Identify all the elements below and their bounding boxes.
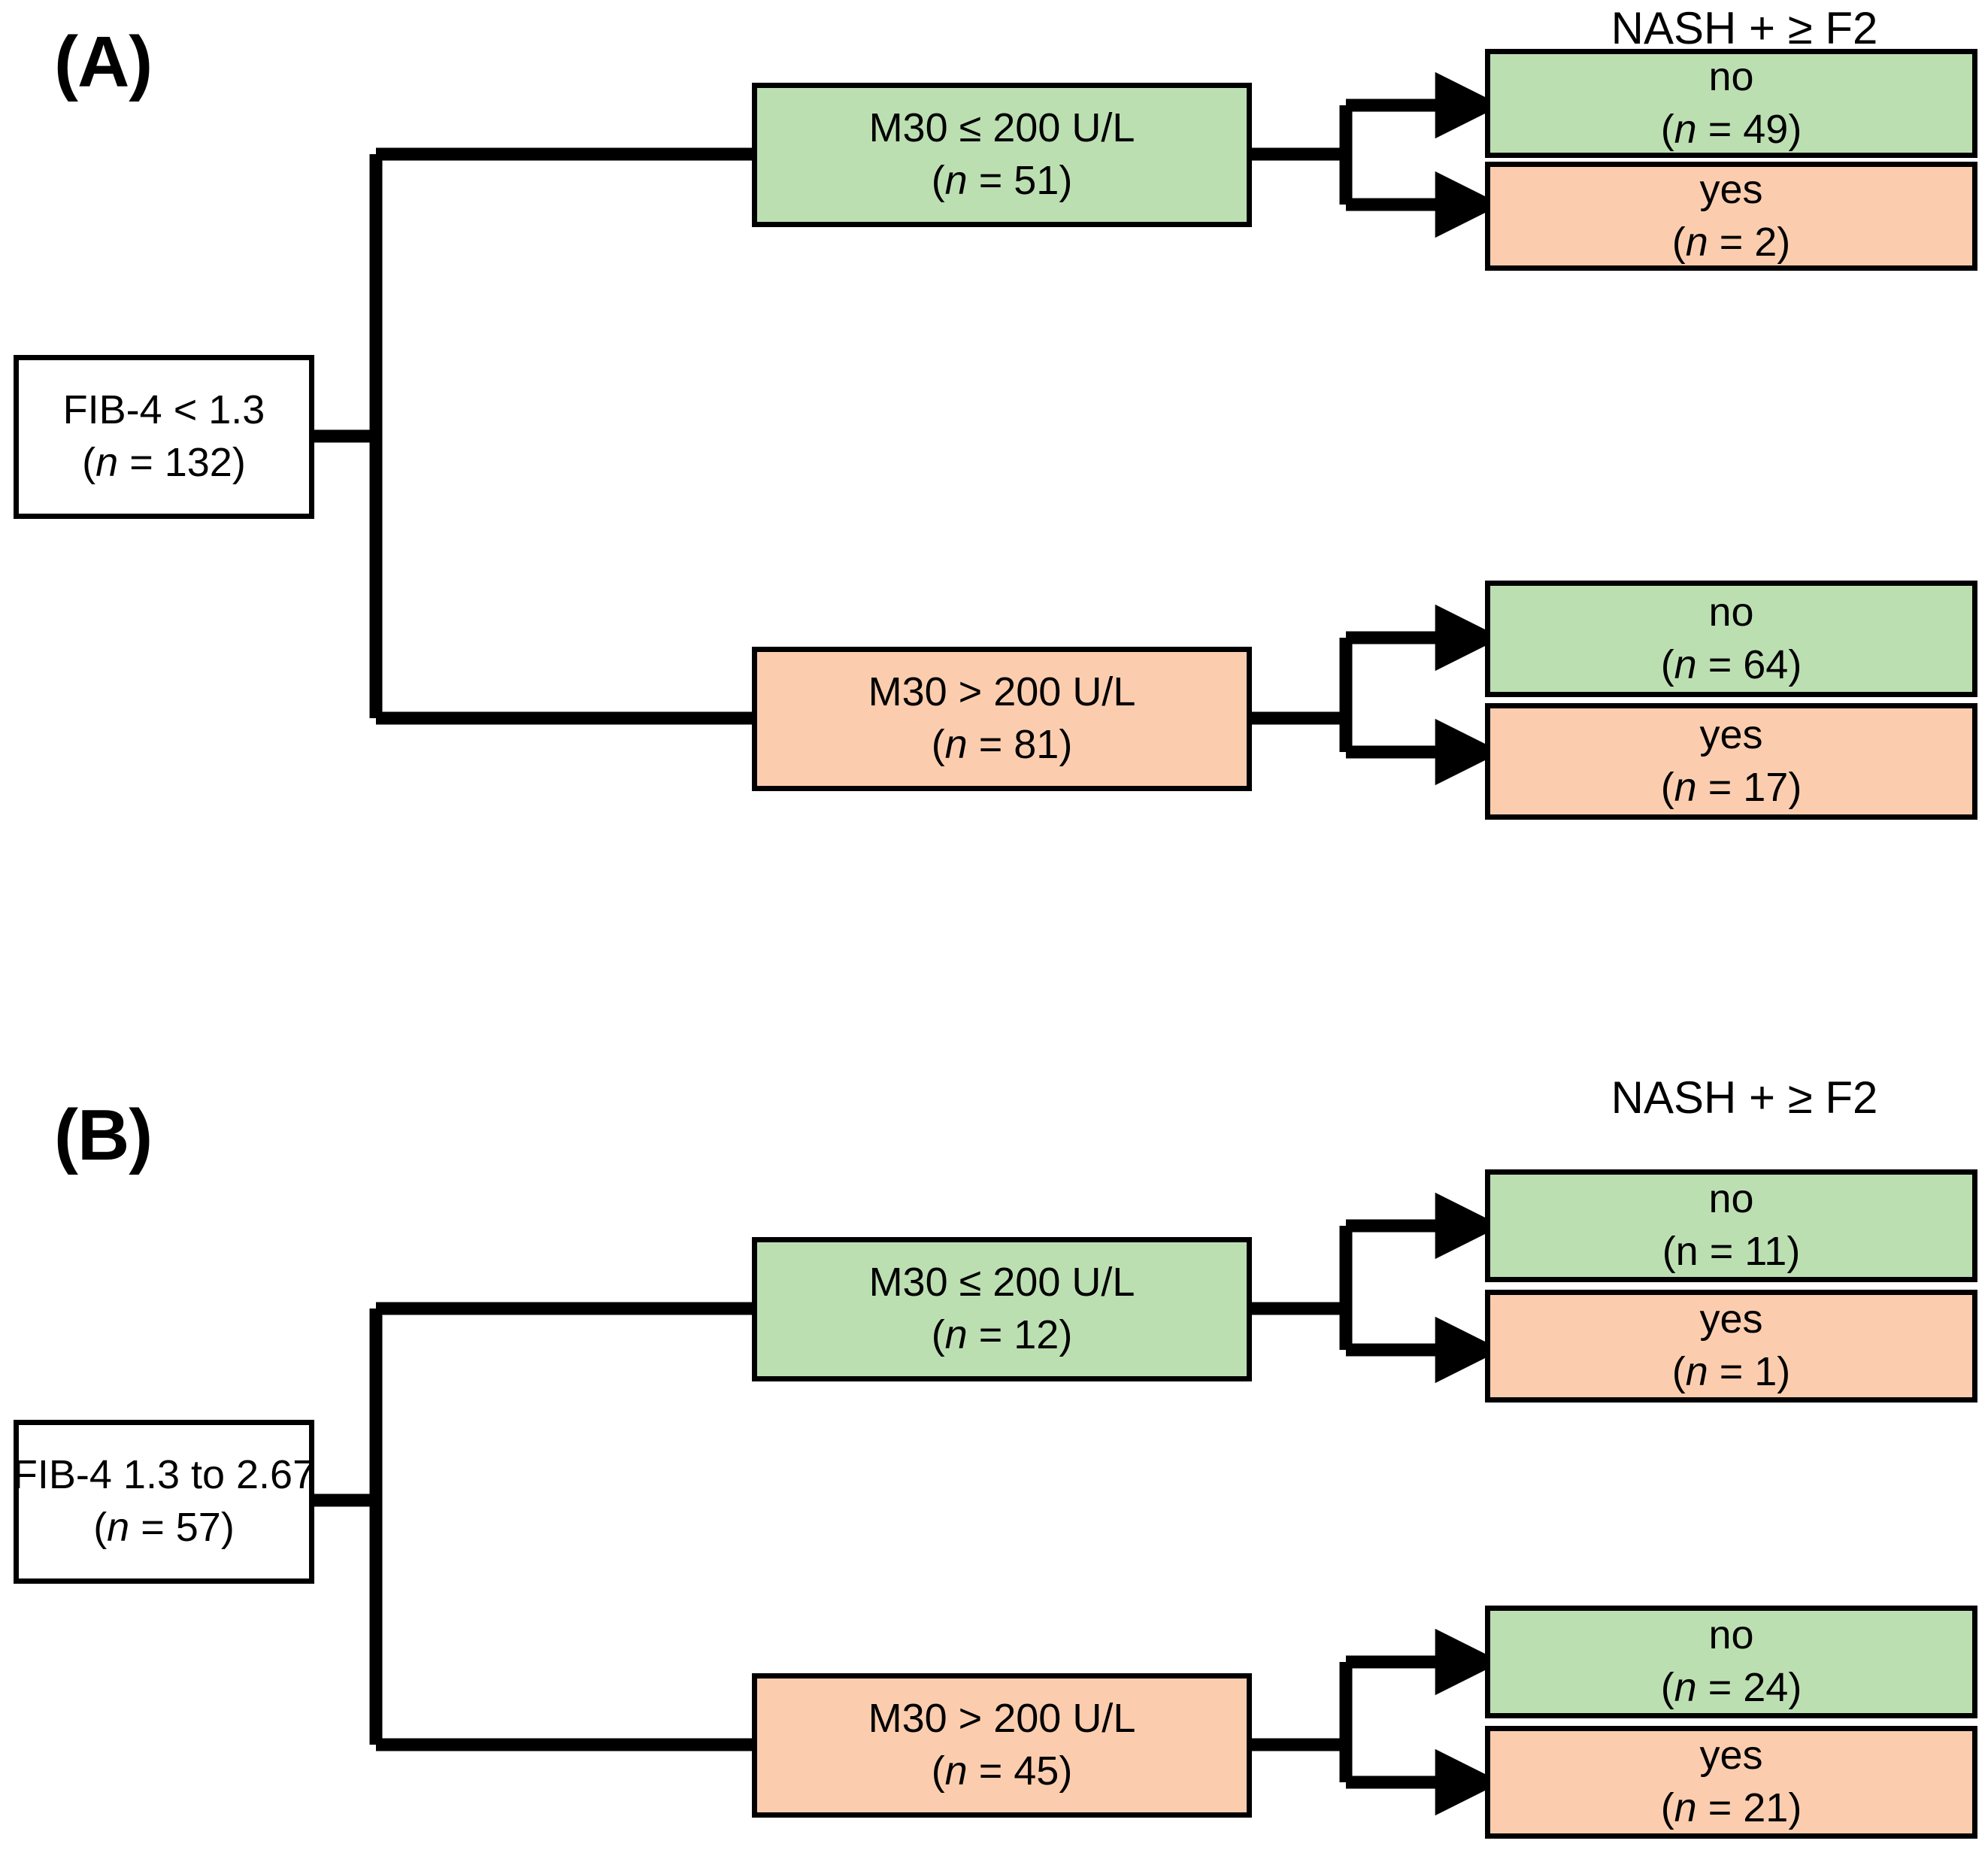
node-count: (n = 1)	[1671, 1349, 1791, 1394]
node-title: no	[1708, 1612, 1754, 1658]
node-m30-high-b: M30 > 200 U/L (n = 45)	[752, 1673, 1252, 1818]
node-count: (n = 21)	[1660, 1785, 1802, 1830]
node-title: yes	[1699, 711, 1763, 757]
node-outcome-a-low-yes: yes (n = 2)	[1485, 162, 1977, 271]
node-outcome-a-high-no: no (n = 64)	[1485, 581, 1977, 697]
node-count: (n = 17)	[1660, 764, 1802, 810]
node-outcome-a-low-no: no (n = 49)	[1485, 49, 1977, 158]
node-m30-high-a: M30 > 200 U/L (n = 81)	[752, 647, 1252, 791]
panel-label-b: (B)	[54, 1095, 153, 1175]
node-count: (n = 49)	[1660, 106, 1802, 152]
node-count: (n = 81)	[931, 722, 1073, 767]
node-outcome-b-low-no: no (n = 11)	[1485, 1169, 1977, 1282]
node-title: M30 ≤ 200 U/L	[868, 105, 1135, 151]
node-title: FIB-4 1.3 to 2.67	[12, 1452, 316, 1498]
node-count: (n = 45)	[931, 1748, 1073, 1794]
node-count: (n = 24)	[1660, 1665, 1802, 1710]
node-count: (n = 51)	[931, 158, 1073, 203]
node-count: (n = 64)	[1660, 641, 1802, 687]
node-count: (n = 57)	[93, 1505, 235, 1550]
node-count: (n = 11)	[1662, 1229, 1801, 1274]
panel-label-a: (A)	[54, 22, 153, 102]
node-title: no	[1708, 589, 1754, 635]
node-outcome-b-high-no: no (n = 24)	[1485, 1606, 1977, 1718]
node-fib4-a: FIB-4 < 1.3 (n = 132)	[14, 355, 314, 519]
node-title: FIB-4 < 1.3	[62, 387, 265, 433]
node-count: (n = 12)	[931, 1312, 1073, 1357]
node-title: no	[1708, 1176, 1754, 1222]
node-title: M30 ≤ 200 U/L	[868, 1260, 1135, 1306]
node-title: M30 > 200 U/L	[868, 669, 1136, 715]
node-m30-low-a: M30 ≤ 200 U/L (n = 51)	[752, 83, 1252, 227]
column-header-a: NASH + ≥ F2	[1611, 3, 1878, 53]
node-title: yes	[1699, 166, 1763, 212]
node-outcome-b-low-yes: yes (n = 1)	[1485, 1290, 1977, 1403]
node-fib4-b: FIB-4 1.3 to 2.67 (n = 57)	[12, 1420, 316, 1584]
column-header-b: NASH + ≥ F2	[1611, 1072, 1878, 1123]
node-count: (n = 2)	[1671, 219, 1791, 265]
node-title: yes	[1699, 1733, 1763, 1779]
node-outcome-b-high-yes: yes (n = 21)	[1485, 1726, 1977, 1839]
node-m30-low-b: M30 ≤ 200 U/L (n = 12)	[752, 1237, 1252, 1381]
node-title: no	[1708, 53, 1754, 99]
node-title: yes	[1699, 1296, 1763, 1342]
node-title: M30 > 200 U/L	[868, 1696, 1136, 1742]
node-count: (n = 132)	[82, 440, 246, 485]
node-outcome-a-high-yes: yes (n = 17)	[1485, 703, 1977, 820]
